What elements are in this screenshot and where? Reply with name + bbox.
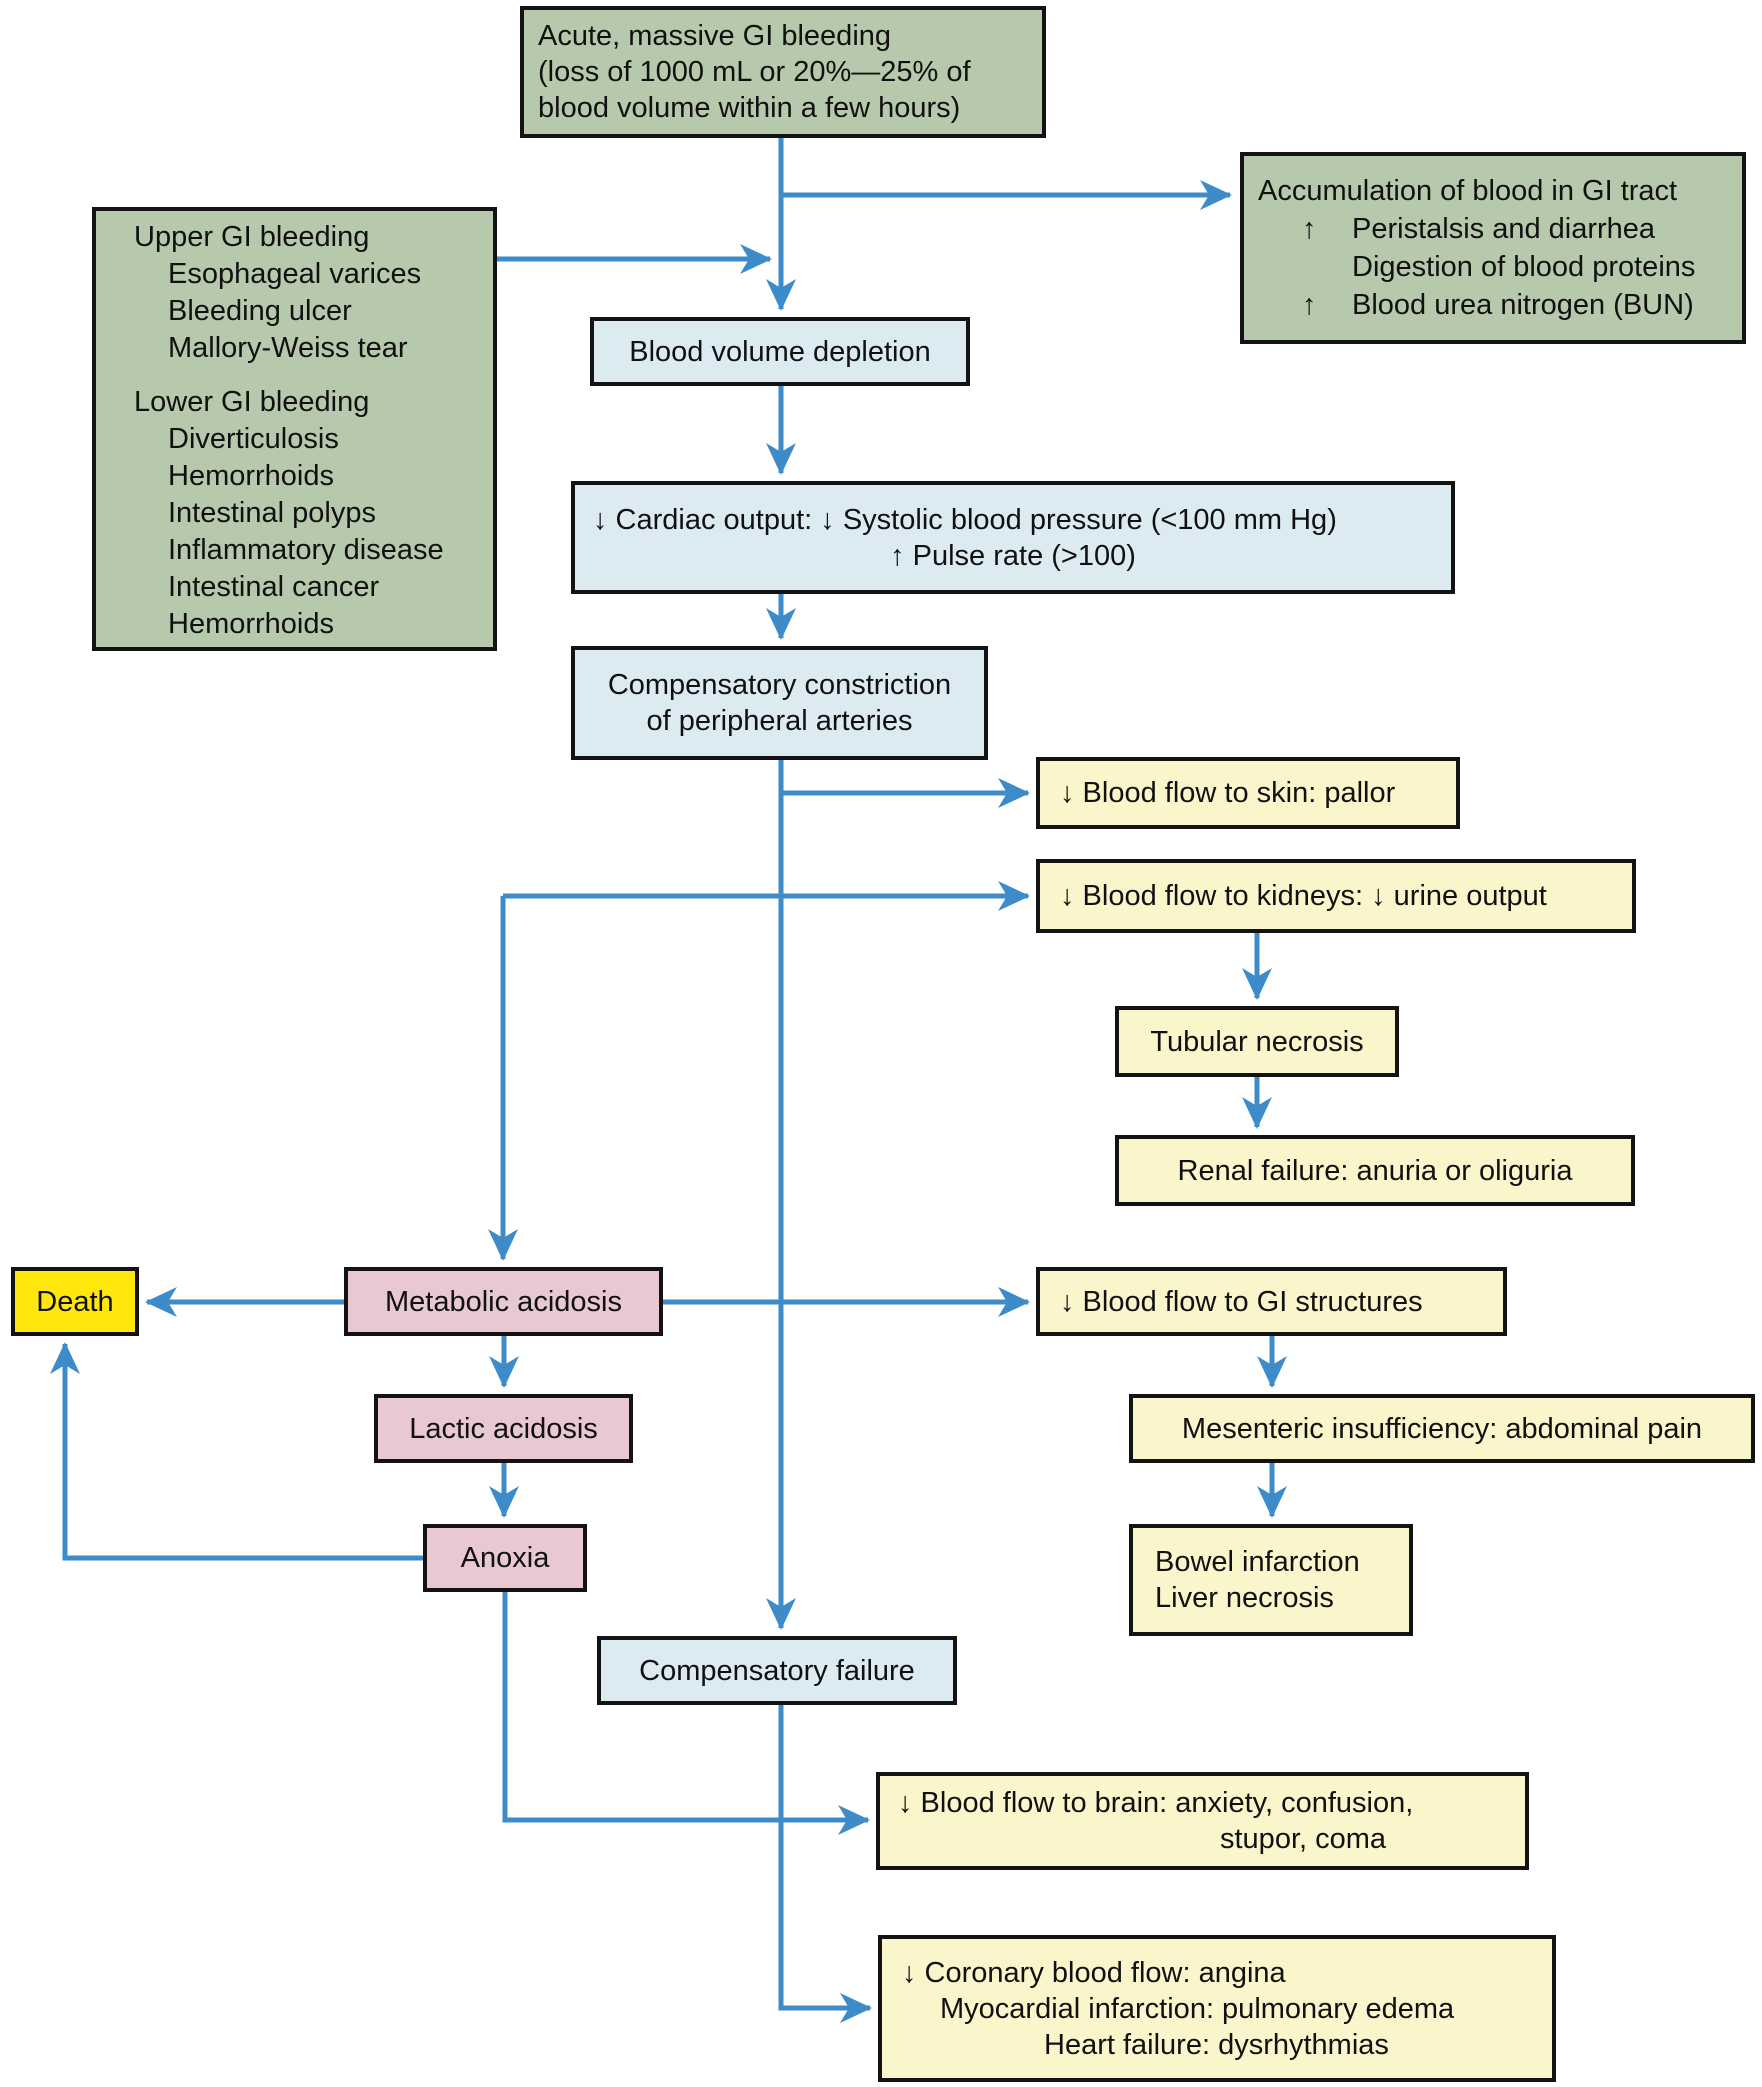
node-cardiac-output: ↓ Cardiac output: ↓ Systolic blood press…: [571, 481, 1455, 594]
node-blood-volume-depletion: Blood volume depletion: [590, 317, 970, 386]
up-arrow-icon: ↑: [1302, 289, 1317, 321]
node-compensatory-constriction: Compensatory constriction of peripheral …: [571, 646, 988, 760]
arrow-anoxia-to-death: [50, 1342, 423, 1561]
node-anoxia: Anoxia: [423, 1524, 587, 1592]
node-blood-accumulation-line3: Digestion of blood proteins: [1352, 251, 1696, 283]
node-mesenteric-insufficiency: Mesenteric insufficiency: abdominal pain: [1129, 1394, 1755, 1463]
node-cardiac-output-line2: ↑ Pulse rate (>100): [890, 539, 1136, 572]
node-acute-bleeding: Acute, massive GI bleeding (loss of 1000…: [520, 6, 1046, 138]
arrow-anoxia-to-brain: [502, 1592, 870, 1835]
lower-gi-item: Hemorrhoids: [168, 460, 334, 492]
node-blood-flow-brain: ↓ Blood flow to brain: anxiety, confusio…: [876, 1772, 1529, 1870]
node-compensatory-failure: Compensatory failure: [597, 1636, 957, 1705]
node-death: Death: [11, 1267, 139, 1336]
upper-gi-heading: Upper GI bleeding: [134, 221, 370, 253]
node-blood-flow-gi-structures: ↓ Blood flow to GI structures: [1036, 1267, 1507, 1336]
upper-gi-item: Esophageal varices: [168, 258, 422, 290]
node-renal-failure: Renal failure: anuria or oliguria: [1115, 1135, 1635, 1206]
node-acute-bleeding-line3: blood volume within a few hours): [538, 92, 961, 124]
node-bowel-infarction: Bowel infarction Liver necrosis: [1129, 1524, 1413, 1636]
node-acute-bleeding-line1: Acute, massive GI bleeding: [538, 20, 892, 52]
upper-gi-item: Bleeding ulcer: [168, 295, 352, 327]
lower-gi-heading: Lower GI bleeding: [134, 386, 370, 418]
lower-gi-item: Diverticulosis: [168, 423, 339, 455]
lower-gi-item: Hemorrhoids: [168, 608, 334, 640]
arrow-failure-to-coronary: [778, 1705, 872, 2023]
up-arrow-icon: ↑: [1302, 213, 1317, 245]
upper-gi-item: Mallory-Weiss tear: [168, 332, 408, 364]
node-blood-accumulation-line2: ↑ Peristalsis and diarrhea: [1258, 210, 1728, 248]
lower-gi-item: Inflammatory disease: [168, 534, 444, 566]
lower-gi-item: Intestinal polyps: [168, 497, 376, 529]
node-blood-flow-kidneys: ↓ Blood flow to kidneys: ↓ urine output: [1036, 859, 1636, 933]
node-lactic-acidosis: Lactic acidosis: [374, 1394, 633, 1463]
node-blood-accumulation-line4: ↑ Blood urea nitrogen (BUN): [1258, 286, 1728, 324]
node-metabolic-acidosis: Metabolic acidosis: [344, 1267, 663, 1336]
node-tubular-necrosis: Tubular necrosis: [1115, 1006, 1399, 1077]
node-acute-bleeding-line2: (loss of 1000 mL or 20%—25% of: [538, 56, 971, 88]
node-blood-accumulation-line1: Accumulation of blood in GI tract: [1258, 175, 1678, 207]
node-coronary-blood-flow: ↓ Coronary blood flow: angina Myocardial…: [878, 1935, 1556, 2082]
node-gi-sources: Upper GI bleeding Esophageal varices Ble…: [92, 207, 497, 651]
node-blood-accumulation: Accumulation of blood in GI tract ↑ Peri…: [1240, 152, 1746, 344]
lower-gi-item: Intestinal cancer: [168, 571, 380, 603]
node-cardiac-output-line1: ↓ Cardiac output: ↓ Systolic blood press…: [593, 503, 1337, 536]
node-blood-flow-skin: ↓ Blood flow to skin: pallor: [1036, 757, 1460, 829]
